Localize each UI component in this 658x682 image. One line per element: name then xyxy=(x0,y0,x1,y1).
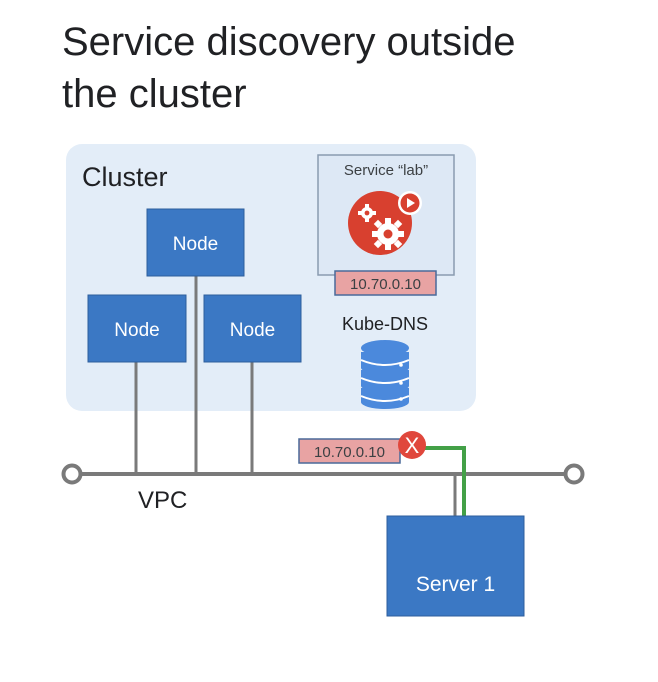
server-label: Server 1 xyxy=(416,573,495,596)
database-icon xyxy=(360,340,410,409)
service-ip-tag: 10.70.0.10 xyxy=(334,270,437,296)
failure-mark: X xyxy=(405,433,420,458)
node-label: Node xyxy=(114,320,159,341)
title-line-2: the cluster xyxy=(62,72,247,116)
lookup-path xyxy=(421,446,466,516)
node-label: Node xyxy=(230,320,275,341)
node-right[interactable]: Node xyxy=(203,294,302,363)
lookup-ip: 10.70.0.10 xyxy=(314,444,385,461)
vpc-endpoint-left xyxy=(61,463,83,485)
node-left[interactable]: Node xyxy=(87,294,187,363)
title-line-1: Service discovery outside xyxy=(62,20,516,64)
cluster-label: Cluster xyxy=(82,162,168,192)
page-title: Service discovery outside the cluster xyxy=(62,16,642,120)
gears-play-icon xyxy=(348,191,422,255)
server-box[interactable]: Server 1 xyxy=(386,515,525,617)
vpc-label: VPC xyxy=(138,487,187,514)
service-card[interactable]: Service “lab” xyxy=(317,154,455,276)
node-top[interactable]: Node xyxy=(146,208,245,277)
service-ip: 10.70.0.10 xyxy=(350,276,421,293)
x-icon: X xyxy=(398,431,426,459)
vpc-endpoint-right xyxy=(563,463,585,485)
node-label: Node xyxy=(173,234,218,255)
lookup-ip-tag: 10.70.0.10 xyxy=(298,438,401,464)
kube-dns-label: Kube-DNS xyxy=(342,314,428,334)
service-label: Service “lab” xyxy=(344,162,428,179)
